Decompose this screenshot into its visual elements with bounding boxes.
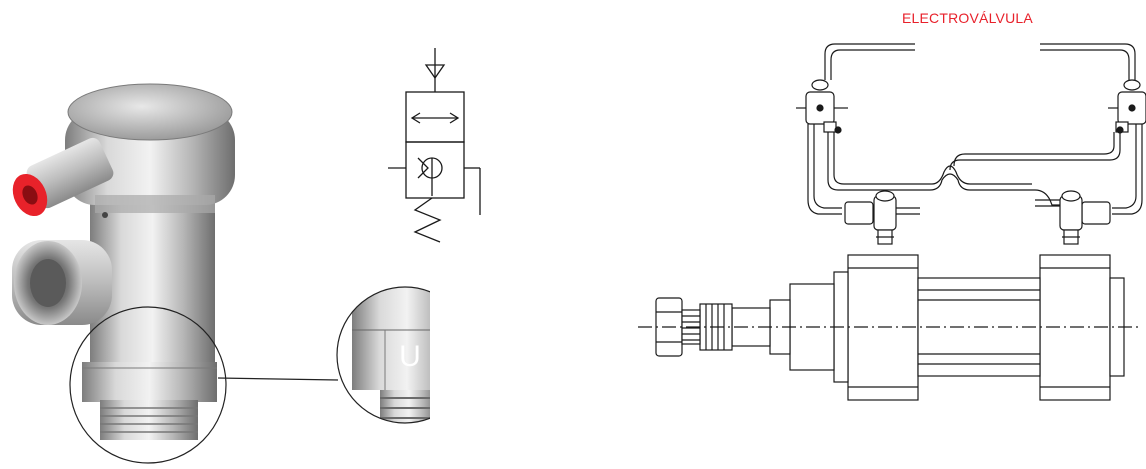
tube-right-top [1040, 43, 1136, 80]
zoom-connector [217, 377, 339, 381]
electrovalve-label: ELECTROVÁLVULA [902, 10, 1033, 26]
pneumatic-cylinder [638, 254, 1140, 401]
valve-photo-panel: U [0, 0, 474, 464]
threaded-port [12, 240, 112, 325]
check-valve-symbol [388, 48, 481, 243]
magnifier-detail: U [336, 286, 474, 424]
circuit-panel: ELECTROVÁLVULA [620, 0, 1146, 464]
left-cylinder-fitting [844, 190, 920, 245]
valve-cap-top [68, 84, 232, 140]
right-pilot-valve [1108, 79, 1146, 134]
push-in-fitting [12, 137, 114, 218]
hex-nut [82, 362, 217, 402]
right-cylinder-fitting [1035, 190, 1111, 245]
valve-photo: U [12, 83, 474, 464]
valve-body [90, 190, 215, 390]
valve-symbol-panel [370, 0, 510, 260]
male-thread [100, 400, 198, 440]
cylinder-circuit-drawing [638, 43, 1146, 401]
highlight-circle [69, 306, 227, 464]
tube-left-top [824, 43, 915, 80]
left-pilot-valve [796, 79, 848, 134]
magnifier-mark: U [399, 340, 421, 373]
